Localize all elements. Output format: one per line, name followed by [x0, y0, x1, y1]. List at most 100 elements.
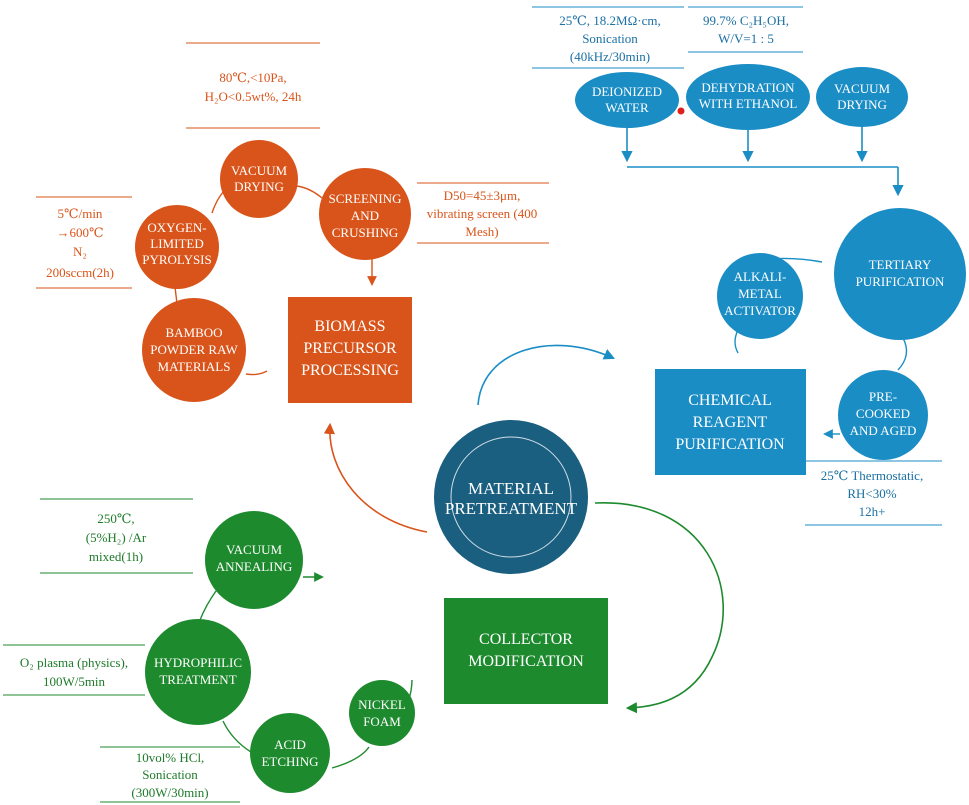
biomass-section: VACUUM DRYING SCREENING AND CRUSHING OXY… [36, 42, 549, 403]
center-label-1: MATERIAL [468, 479, 554, 498]
arc-center-to-collector [594, 502, 725, 714]
hydrophilic-label-2: TREATMENT [159, 672, 236, 687]
precooked-label-3: AND AGED [850, 423, 917, 438]
annealing-note: 250℃, (5%H₂) /Ar mixed(1h) [40, 498, 193, 574]
annealing-label-2: ANNEALING [216, 559, 293, 574]
water-note-3: (40kHz/30min) [570, 49, 650, 64]
aged-note-2: RH<30% [847, 486, 896, 501]
bamboo-label-3: MATERIALS [158, 359, 231, 374]
pyrolysis-note-1: 5℃/min [58, 206, 103, 221]
chemical-title-1: CHEMICAL [688, 392, 772, 409]
biomass-title-3: PROCESSING [301, 362, 399, 379]
deionized-label-1: DEIONIZED [592, 84, 662, 99]
collector-title-2: MODIFICATION [468, 653, 584, 670]
vacuum-annealing-circle [205, 511, 303, 609]
tertiary-label-2: PURIFICATION [856, 274, 945, 289]
screening-note: D50=45±3μm, vibrating screen (400 Mesh) [417, 182, 549, 244]
nickel-label-1: NICKEL [358, 697, 406, 712]
hcl-note-2: Sonication [142, 767, 198, 782]
alkali-label-1: ALKALI- [734, 269, 787, 284]
nickel-foam-circle [349, 680, 415, 746]
bamboo-label-2: POWDER RAW [150, 342, 238, 357]
ethanol-note: 99.7% C₂H₅OH, W/V=1 : 5 [688, 6, 803, 53]
acid-label-2: ETCHING [261, 754, 318, 769]
pyrolysis-circle [135, 205, 219, 289]
hydrophilic-label-1: HYDROPHILIC [154, 655, 242, 670]
pyrolysis-note-3: N₂ [73, 244, 87, 259]
drying-note-2: H₂O<0.5wt%, 24h [205, 89, 302, 104]
precooked-label-1: PRE- [869, 389, 897, 404]
arc-center-to-biomass [323, 422, 428, 533]
bamboo-circle [142, 298, 246, 402]
water-note-1: 25℃, 18.2MΩ·cm, [559, 13, 660, 28]
vacuum-oval-label-1: VACUUM [834, 81, 891, 96]
annealing-note-1: 250℃, [97, 511, 134, 526]
chemical-title-2: REAGENT [693, 414, 768, 431]
chemical-section: 25℃, 18.2MΩ·cm, Sonication (40kHz/30min)… [532, 6, 966, 526]
aged-note: 25℃ Thermostatic, RH<30% 12h+ [805, 460, 942, 526]
dehydration-oval [686, 64, 810, 130]
collector-title-box [444, 598, 608, 704]
vacuum-oval-label-2: DRYING [837, 97, 887, 112]
ethanol-note-2: W/V=1 : 5 [718, 31, 774, 46]
precooked-circle [838, 370, 928, 460]
drying-note: 80℃,<10Pa, H₂O<0.5wt%, 24h [186, 42, 320, 129]
collector-title-1: COLLECTOR [479, 631, 573, 648]
biomass-title-box [288, 297, 412, 403]
vacuum-drying-label-1: VACUUM [231, 163, 288, 178]
center-label-2: PRETREATMENT [445, 499, 578, 518]
biomass-title-1: BIOMASS [314, 318, 385, 335]
screening-label-1: SCREENING [329, 191, 402, 206]
tertiary-purification-circle [834, 208, 966, 340]
chemical-title-3: PURIFICATION [675, 436, 785, 453]
acid-label-1: ACID [274, 737, 306, 752]
chemical-title-box [655, 369, 806, 475]
hydrophilic-circle [145, 619, 251, 725]
annealing-label-1: VACUUM [226, 542, 283, 557]
hcl-note-1: 10vol% HCl, [136, 750, 205, 765]
pyrolysis-label-3: PYROLYSIS [142, 252, 212, 267]
screening-note-2: vibrating screen (400 [427, 206, 537, 221]
alkali-label-2: METAL [738, 286, 782, 301]
pyrolysis-note-2: →600℃ [56, 225, 103, 240]
red-dot-marker [677, 107, 685, 115]
annealing-note-2: (5%H₂) /Ar [86, 530, 147, 545]
collector-section: VACUUM ANNEALING HYDROPHILIC TREATMENT A… [3, 498, 608, 803]
vacuum-drying-label-2: DRYING [234, 179, 284, 194]
acid-etching-circle [250, 713, 330, 793]
alkali-activator-circle [717, 253, 803, 339]
screening-label-2: AND [351, 208, 379, 223]
pyrolysis-note: 5℃/min →600℃ N₂ 200sccm(2h) [36, 196, 132, 289]
deionized-label-2: WATER [605, 100, 649, 115]
annealing-note-3: mixed(1h) [89, 549, 143, 564]
aged-note-1: 25℃ Thermostatic, [821, 468, 923, 483]
nickel-label-2: FOAM [363, 714, 401, 729]
plasma-note: O₂ plasma (physics), 100W/5min [3, 644, 145, 696]
bamboo-label-1: BAMBOO [165, 325, 222, 340]
pyrolysis-label-2: LIMITED [150, 236, 203, 251]
vacuum-drying-circle [220, 140, 298, 218]
water-note: 25℃, 18.2MΩ·cm, Sonication (40kHz/30min) [532, 6, 684, 69]
precooked-label-2: COOKED [856, 406, 910, 421]
deionized-water-oval [575, 72, 679, 128]
plasma-note-1: O₂ plasma (physics), [20, 655, 128, 670]
hcl-note-3: (300W/30min) [131, 785, 208, 800]
dehydration-label-1: DEHYDRATION [701, 80, 795, 95]
water-note-2: Sonication [582, 31, 638, 46]
screening-circle [319, 168, 411, 260]
arc-center-to-chemical [477, 344, 616, 406]
screening-note-3: Mesh) [465, 224, 498, 239]
hcl-note: 10vol% HCl, Sonication (300W/30min) [100, 746, 240, 803]
screening-note-1: D50=45±3μm, [444, 188, 521, 203]
alkali-label-3: ACTIVATOR [724, 303, 796, 318]
aged-note-3: 12h+ [859, 504, 886, 519]
ethanol-note-1: 99.7% C₂H₅OH, [703, 13, 789, 28]
plasma-note-2: 100W/5min [43, 674, 106, 689]
dehydration-label-2: WITH ETHANOL [699, 96, 798, 111]
center-node: MATERIAL PRETREATMENT [434, 420, 588, 574]
vacuum-drying-oval [816, 67, 908, 127]
biomass-title-2: PRECURSOR [303, 340, 397, 357]
drying-note-1: 80℃,<10Pa, [219, 70, 286, 85]
